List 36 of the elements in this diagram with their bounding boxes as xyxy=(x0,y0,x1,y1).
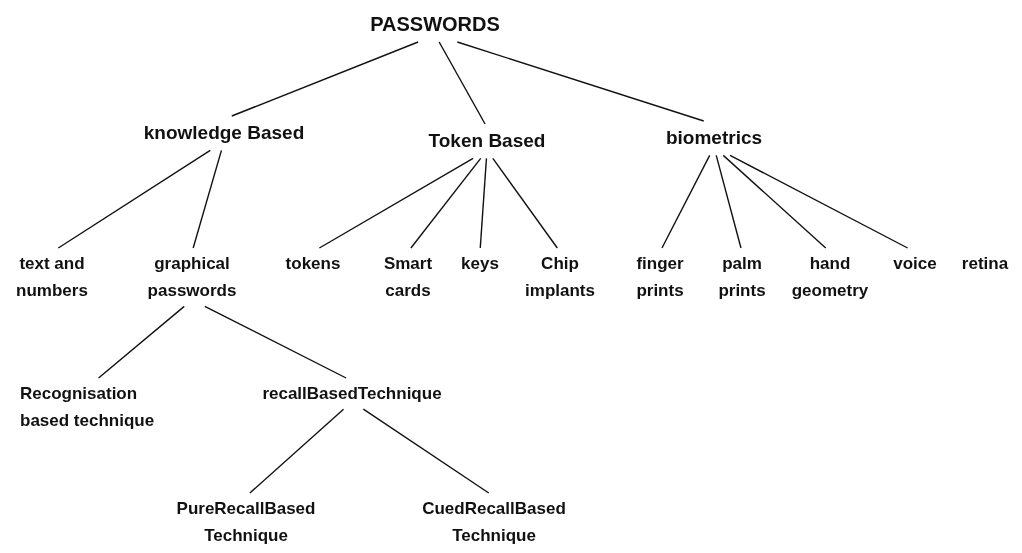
connector-line xyxy=(362,408,490,494)
category-label: knowledge Based xyxy=(139,118,309,149)
connector-line xyxy=(479,157,488,249)
connector-line xyxy=(492,157,558,249)
connector-line xyxy=(192,149,223,249)
leaf-label: text and numbers xyxy=(9,250,95,305)
connector-line xyxy=(231,41,419,117)
leaf-label: finger prints xyxy=(629,250,691,305)
root-heading: PASSWORDS xyxy=(370,8,500,40)
category-label: graphical passwords xyxy=(142,250,242,305)
category-label: Token Based xyxy=(412,126,562,157)
leaf-label: keys xyxy=(457,250,503,278)
connector-line xyxy=(410,157,482,249)
leaf-label: Smart cards xyxy=(378,250,438,305)
leaf-label: tokens xyxy=(278,250,348,278)
connector-line xyxy=(722,154,827,249)
connector-line xyxy=(438,41,486,125)
leaf-label: CuedRecallBased Technique xyxy=(411,495,577,550)
connector-line xyxy=(729,154,909,249)
leaf-label: hand geometry xyxy=(785,250,875,305)
connector-line xyxy=(456,41,705,122)
leaf-label: retina xyxy=(961,253,1009,275)
connector-line xyxy=(97,305,185,379)
connector-line xyxy=(57,149,211,249)
connector-line xyxy=(204,305,347,379)
leaf-label: Recognisation based technique xyxy=(20,380,170,435)
connector-line xyxy=(249,408,345,494)
leaf-label: Chip implants xyxy=(520,250,600,305)
category-label: biometrics xyxy=(654,123,774,154)
category-label: recallBasedTechnique xyxy=(252,380,452,408)
connector-line xyxy=(318,157,474,249)
connector-line xyxy=(661,154,711,249)
connector-line xyxy=(715,154,742,249)
leaf-label: voice xyxy=(887,250,943,278)
leaf-label: palm prints xyxy=(712,250,772,305)
leaf-label: PureRecallBased Technique xyxy=(166,495,326,550)
